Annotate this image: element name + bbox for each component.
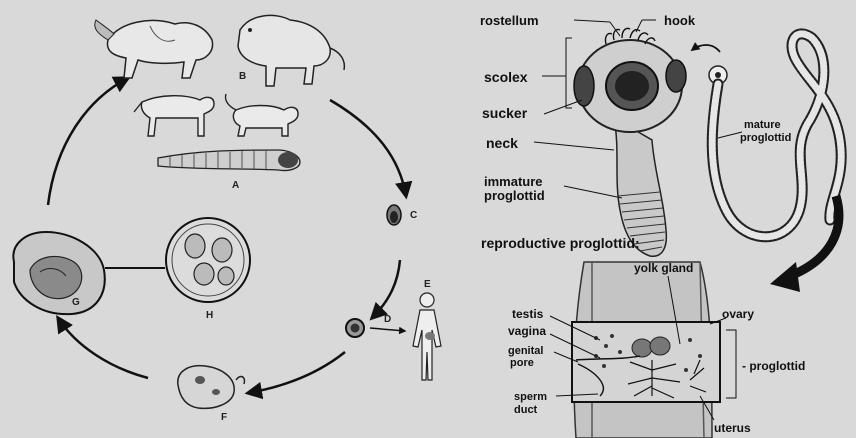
- stage-letter-h: H: [206, 310, 213, 321]
- adult-tapeworm: [158, 150, 300, 171]
- reproductive-proglottid-panel: reproductive proglottid:: [481, 235, 805, 438]
- dog-illustration: [134, 96, 214, 136]
- zoom-arrow: [692, 45, 720, 52]
- stage-letter-g: G: [72, 297, 80, 308]
- cycle-arrow-d-to-f: [248, 352, 345, 393]
- cycle-arrow-right: [330, 100, 406, 196]
- label-vagina: vagina: [508, 324, 546, 338]
- life-cycle-panel: B A C: [13, 15, 441, 423]
- cycle-arrow-c-to-d: [372, 260, 400, 318]
- label-mature: mature: [744, 119, 781, 131]
- egg-d: [346, 319, 364, 337]
- label-proglottid: - proglottid: [742, 359, 805, 373]
- stage-letter-c: C: [410, 210, 417, 221]
- label-sucker: sucker: [482, 105, 528, 121]
- cycle-arrow-f-to-g: [58, 318, 148, 378]
- arctic-fox-illustration: [238, 15, 344, 86]
- label-hook: hook: [664, 13, 696, 28]
- stage-letter-a: A: [232, 180, 239, 191]
- label-immature-proglottid: proglottid: [484, 188, 545, 203]
- label-genital: genital: [508, 345, 543, 357]
- label-yolk-gland: yolk gland: [634, 261, 693, 275]
- brood-capsule-h: [166, 218, 250, 302]
- sucker-right: [666, 60, 686, 92]
- label-scolex: scolex: [484, 69, 528, 85]
- label-neck: neck: [486, 135, 518, 151]
- label-rostellum: rostellum: [480, 13, 539, 28]
- stage-letter-f: F: [221, 412, 227, 423]
- label-uterus: uterus: [714, 421, 751, 435]
- scolex-head: [574, 40, 686, 132]
- human-host-figure: [413, 293, 441, 380]
- hydatid-cyst-g: [13, 232, 104, 314]
- label-sperm-duct: duct: [514, 404, 538, 416]
- label-genital-pore: pore: [510, 357, 534, 369]
- reproductive-title: reproductive proglottid:: [481, 235, 640, 251]
- cycle-arrow-top: [48, 78, 128, 205]
- label-sperm: sperm: [514, 391, 547, 403]
- stage-letter-d: D: [384, 314, 391, 325]
- cat-illustration: [225, 94, 298, 136]
- egg-c: [387, 205, 401, 225]
- d-to-e-arrow: [370, 328, 405, 331]
- label-immature: immature: [484, 174, 543, 189]
- label-ovary: ovary: [722, 307, 754, 321]
- sucker-left: [574, 66, 594, 106]
- label-testis: testis: [512, 307, 544, 321]
- label-mature-proglottid: proglottid: [740, 132, 791, 144]
- stage-letter-b: B: [239, 71, 246, 82]
- cyst-in-tissue-f: [178, 366, 245, 409]
- stage-letter-e: E: [424, 279, 431, 290]
- fox-illustration: [95, 20, 213, 78]
